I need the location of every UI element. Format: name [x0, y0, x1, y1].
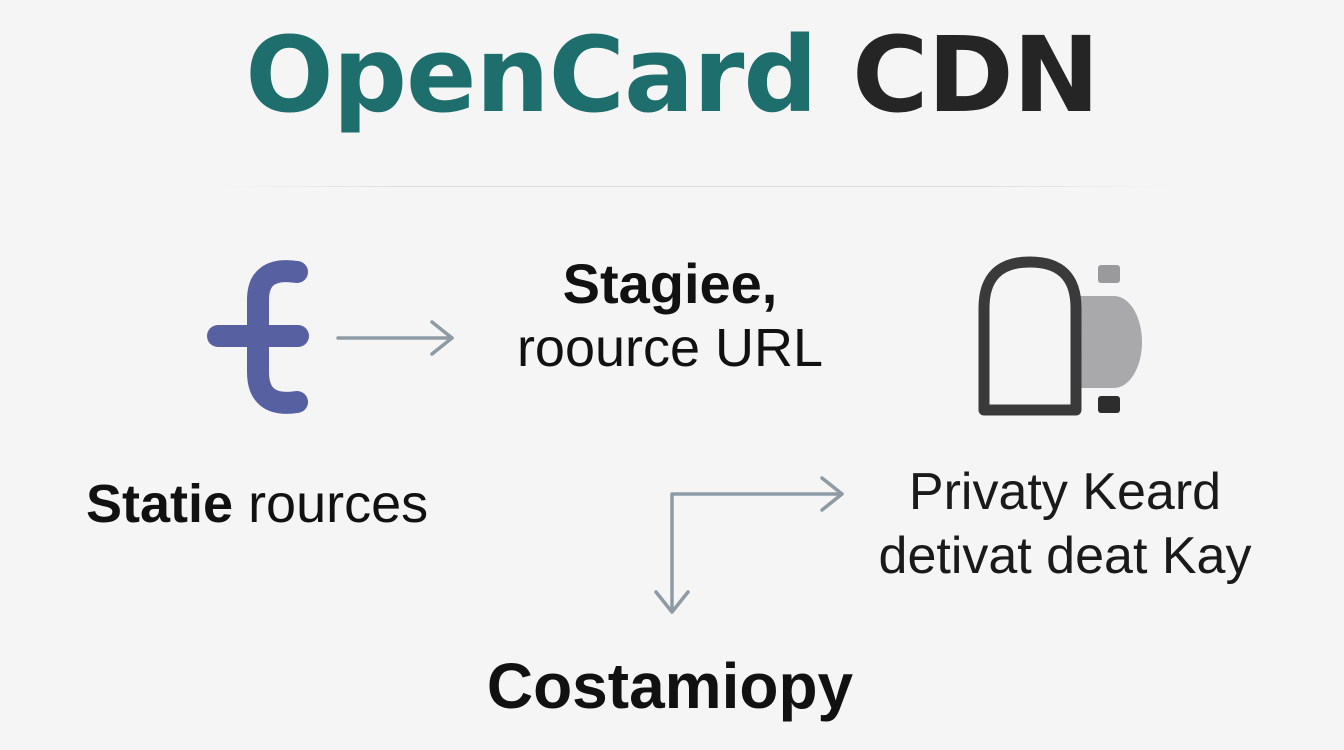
static-label-bold: Statie [86, 474, 234, 534]
cdn-logo-icon [207, 260, 309, 414]
bottom-label: Costamiopy [486, 650, 854, 722]
private-key-label: Privaty Keard detivat deat Kay [840, 460, 1290, 588]
stage-label-line1: Stagiee, [562, 252, 778, 315]
static-label-rest: rources [248, 474, 429, 534]
stage-resource-url-label: Stagiee, roource URL [460, 252, 880, 380]
title-divider [205, 186, 1180, 187]
lock-key-icon [978, 256, 1142, 416]
private-label-line1: Privaty Keard [908, 463, 1222, 521]
arrow-logo-to-stage [336, 320, 454, 356]
arrow-elbow [654, 476, 844, 614]
private-label-line2: detivat deat Kay [878, 527, 1252, 585]
title-part-opencard: OpenCard [245, 14, 818, 136]
static-resources-label: Statie rources [86, 472, 428, 536]
title-part-cdn: CDN [852, 14, 1100, 136]
page-title: OpenCard CDN [0, 0, 1344, 150]
stage-label-line2: roource URL [516, 318, 824, 378]
